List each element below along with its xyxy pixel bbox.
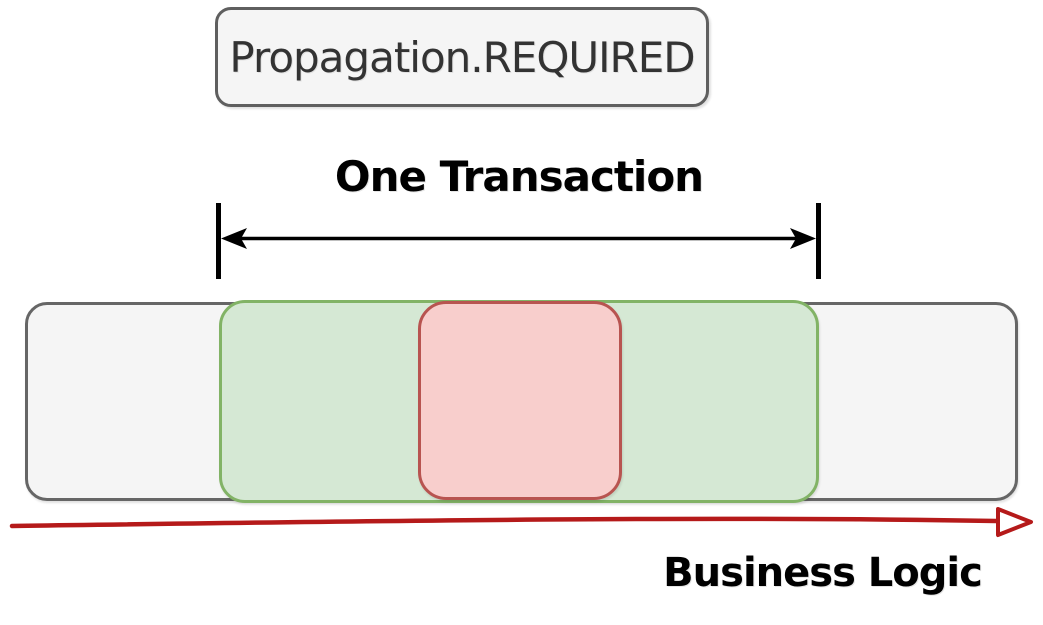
one-transaction-span-arrow <box>216 203 821 279</box>
business-logic-label: Business Logic <box>663 550 983 596</box>
inner-method-box <box>418 301 622 500</box>
business-logic-arrow <box>9 507 1033 537</box>
one-transaction-label: One Transaction <box>334 152 704 201</box>
span-right-arrowhead <box>790 228 816 249</box>
timeline-shaft <box>9 516 999 529</box>
timeline-arrowhead-icon <box>996 507 1033 537</box>
propagation-title-box: Propagation.REQUIRED <box>215 7 709 107</box>
span-left-arrowhead <box>221 228 247 249</box>
propagation-title: Propagation.REQUIRED <box>229 32 695 82</box>
